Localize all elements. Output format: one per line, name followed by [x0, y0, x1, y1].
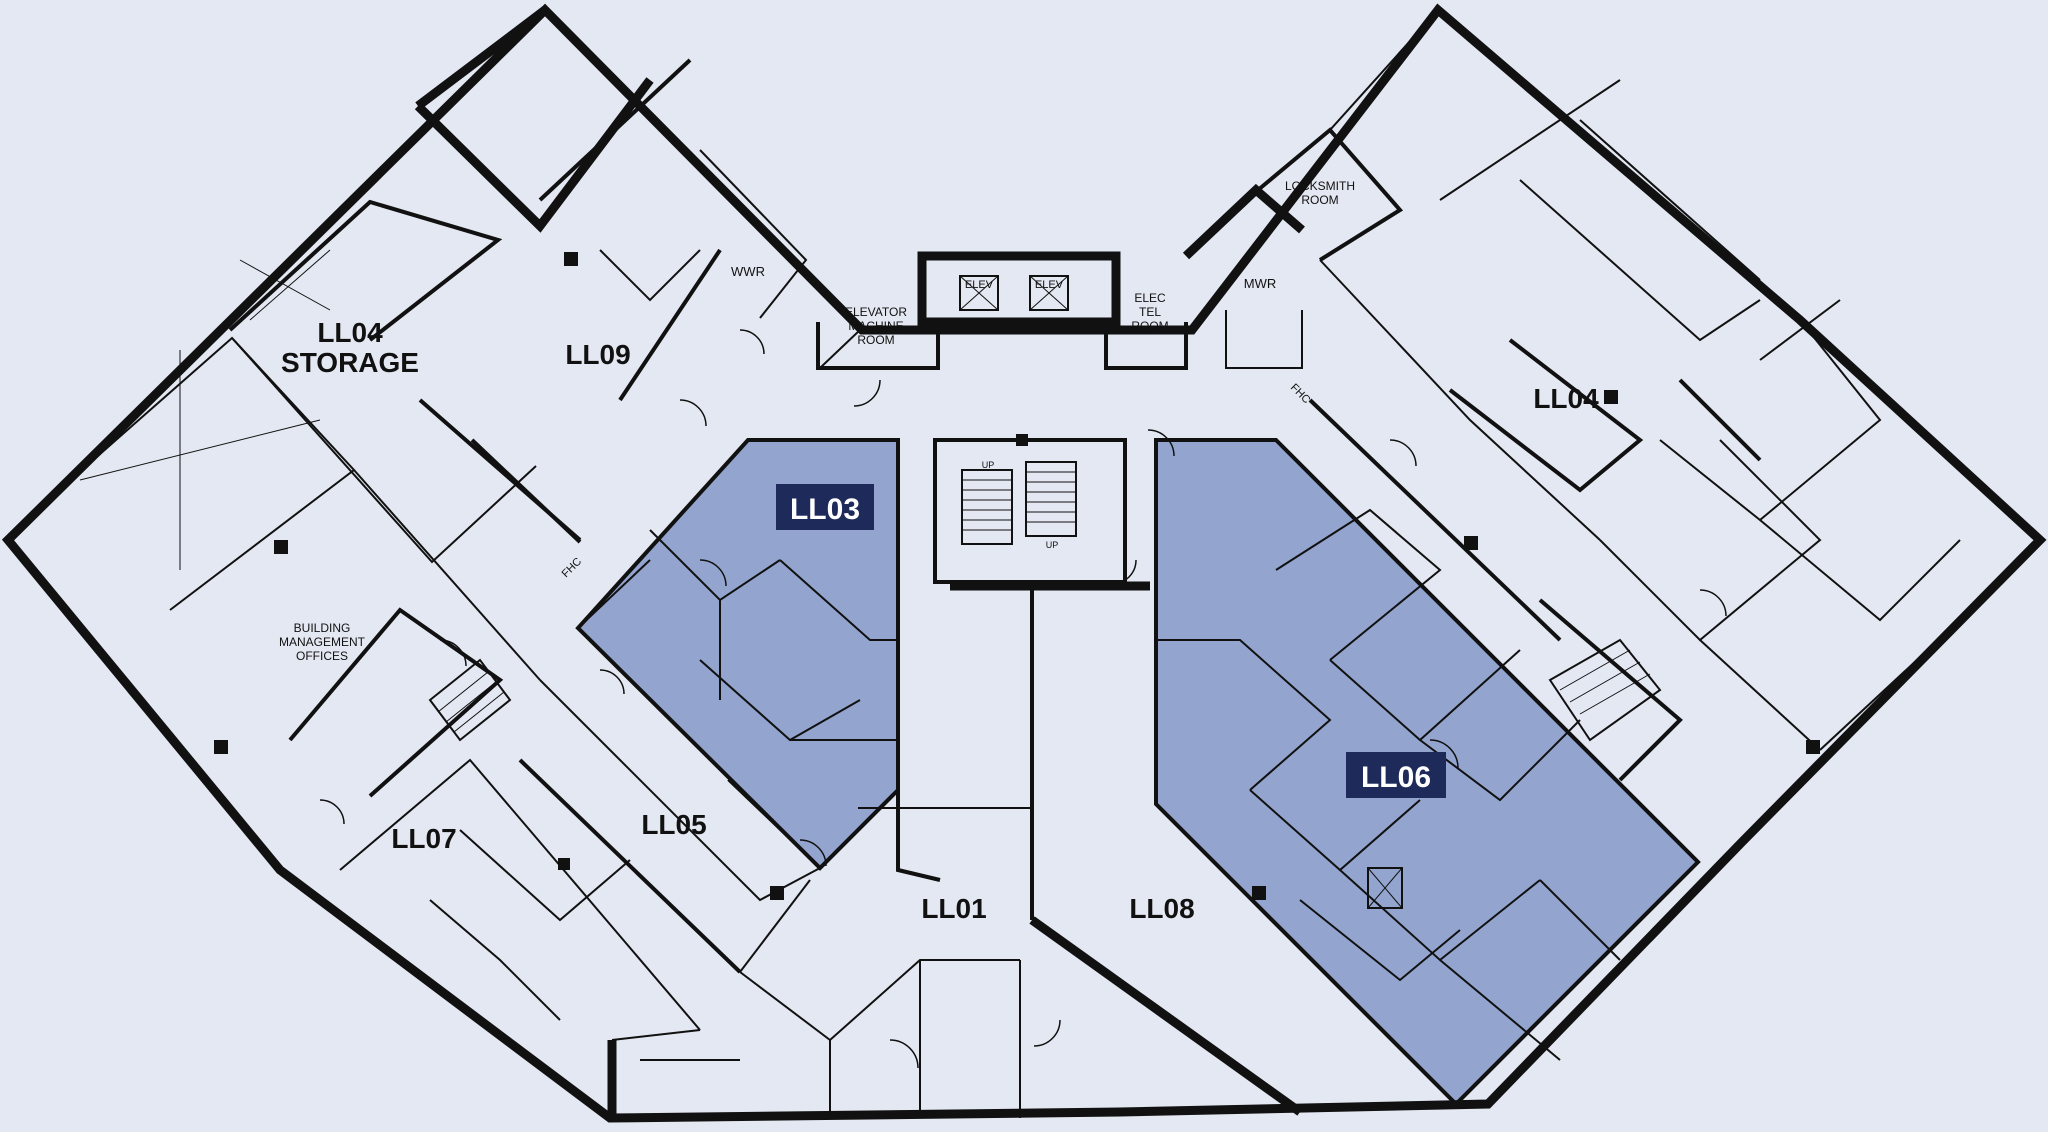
door-swings [319, 329, 1727, 1069]
west-wing-walls [65, 6, 862, 1031]
storage-x [79, 249, 331, 570]
stair-up-label-2: UP [1046, 540, 1059, 550]
mwr-label: MWR [1244, 276, 1277, 291]
room-ll05-label: LL05 [641, 809, 706, 840]
svg-text:LL06: LL06 [1361, 761, 1431, 794]
suite-ll03-tag[interactable]: LL03 [776, 484, 874, 530]
east-wing-walls [1182, 9, 1961, 782]
room-ll04-east-label: LL04 [1533, 383, 1599, 414]
wwr-label: WWR [731, 264, 765, 279]
building-management-offices-label-3: OFFICES [296, 649, 348, 663]
building-management-offices-label-2: MANAGEMENT [279, 635, 366, 649]
suite-ll06-tag[interactable]: LL06 [1346, 752, 1446, 798]
elec-tel-room-label-2: TEL [1139, 305, 1161, 319]
elec-tel-room-label-3: ROOM [1131, 319, 1168, 333]
room-ll04-storage-label: LL04 [317, 317, 383, 348]
south-walls [611, 586, 1303, 1118]
stairs [428, 638, 1662, 742]
room-ll08-label: LL08 [1129, 893, 1194, 924]
svg-text:LL03: LL03 [790, 493, 860, 526]
outer-walls [1, 3, 2047, 1123]
building-management-offices-label: BUILDING [294, 621, 351, 635]
room-ll09-label: LL09 [565, 339, 630, 370]
elevator-machine-room-label-3: ROOM [857, 333, 894, 347]
room-ll04-storage-label-line2: STORAGE [281, 347, 419, 378]
room-ll01-label: LL01 [921, 893, 986, 924]
elevator-machine-room-label-2: MACHINE [848, 319, 903, 333]
ll06-interior-walls [1154, 440, 1621, 1061]
central-core [816, 251, 1303, 591]
ll03-interior-walls [577, 440, 900, 869]
stair-up-label-1: UP [982, 460, 995, 470]
elevator-2-label: ELEV [1035, 279, 1064, 291]
room-ll07-label: LL07 [391, 823, 456, 854]
locksmith-room-label: LOCKSMITH [1285, 179, 1355, 193]
elevator-machine-room-label: ELEVATOR [845, 305, 907, 319]
locksmith-room-label-2: ROOM [1301, 193, 1338, 207]
suite-ll03-area[interactable] [575, 438, 900, 871]
fhc-west-label: FHC [560, 556, 585, 581]
elec-tel-room-label: ELEC [1134, 291, 1166, 305]
stair-treads [962, 471, 1076, 531]
columns [214, 252, 1820, 900]
elevator-1-label: ELEV [965, 279, 994, 291]
fhc-east-label: FHC [1288, 382, 1313, 407]
